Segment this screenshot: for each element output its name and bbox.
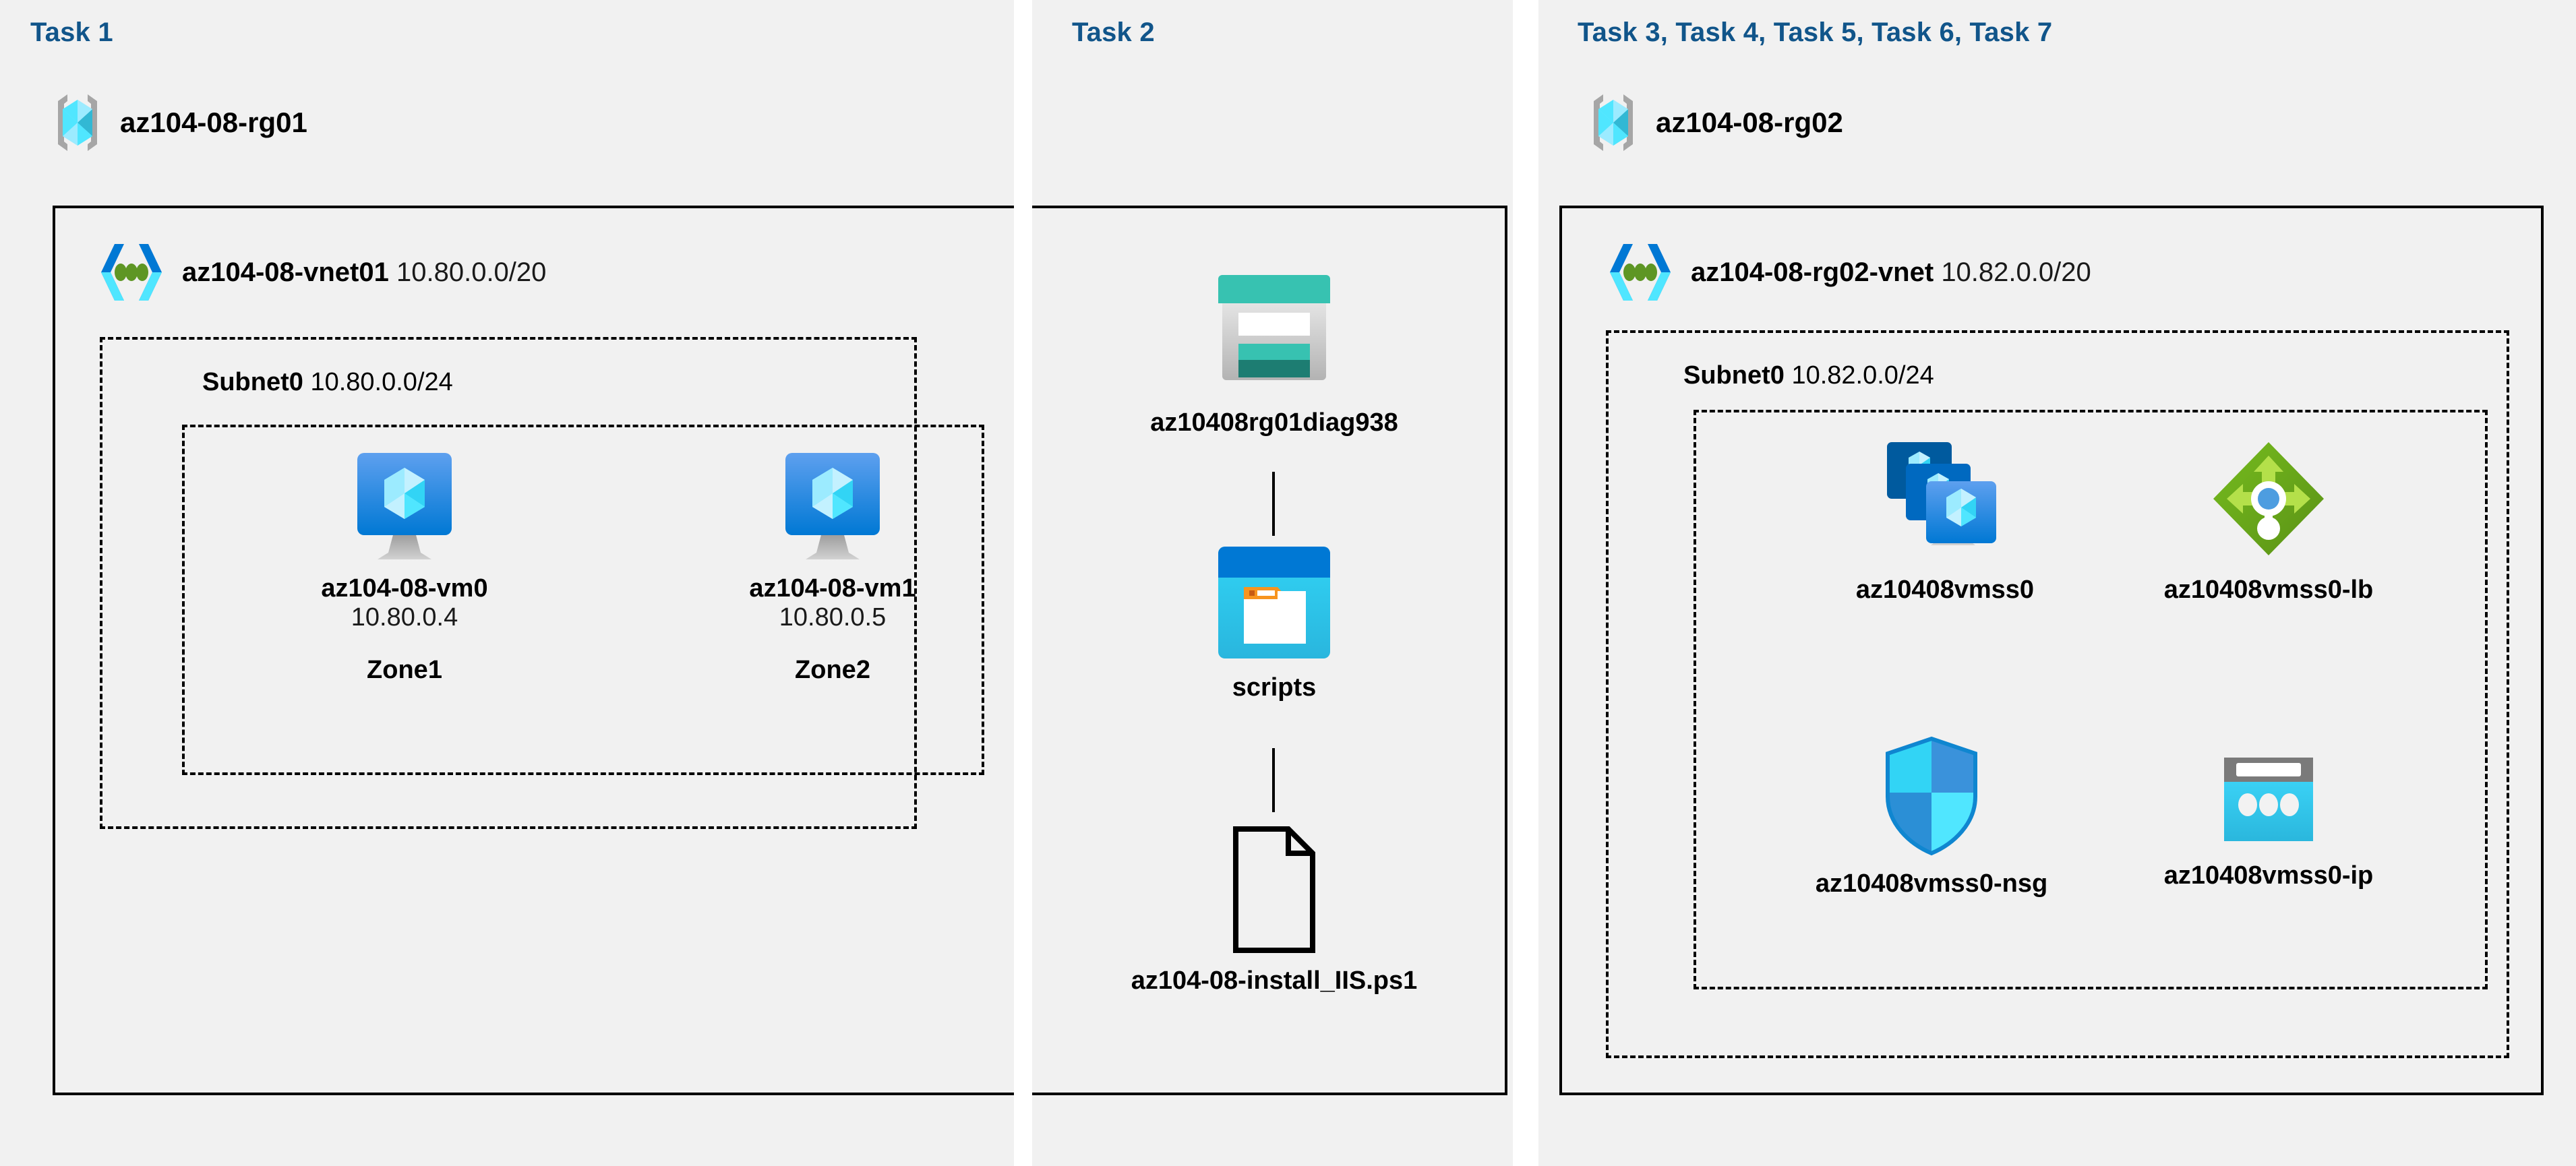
panel-task3 xyxy=(1538,0,2576,1166)
node-vm-scale-set[interactable]: az10408vmss0 xyxy=(1803,437,2087,605)
load-balancer-icon xyxy=(2208,437,2329,565)
task3-subnet-cidr: 10.82.0.0/24 xyxy=(1791,361,1934,390)
virtual-network-icon xyxy=(1603,241,1677,303)
vm0-name: az104-08-vm0 xyxy=(321,574,488,603)
file-icon xyxy=(1230,824,1318,956)
task1-resource-group-header: az104-08-rg01 xyxy=(50,90,307,155)
virtual-machine-icon xyxy=(355,450,454,563)
task1-vnet-name: az104-08-vnet01 xyxy=(182,257,389,287)
resource-group-icon xyxy=(1586,92,1641,154)
task1-resource-group-name: az104-08-rg01 xyxy=(120,106,307,138)
network-security-group-icon xyxy=(1881,735,1982,859)
node-network-security-group[interactable]: az10408vmss0-nsg xyxy=(1783,735,2080,898)
node-load-balancer[interactable]: az10408vmss0-lb xyxy=(2120,437,2417,605)
task3-vnet-box xyxy=(1559,206,2544,1095)
task3-vnet-label: az104-08-rg02-vnet 10.82.0.0/20 xyxy=(1691,257,2091,288)
vm1-zone: Zone2 xyxy=(795,655,870,684)
task1-subnet-box xyxy=(100,337,917,829)
public-ip-address-icon xyxy=(2217,748,2320,851)
storage-account-name: az10408rg01diag938 xyxy=(1150,408,1398,437)
task3-resource-group-name: az104-08-rg02 xyxy=(1656,106,1843,138)
nsg-name: az10408vmss0-nsg xyxy=(1815,869,2048,898)
task3-vnet-name: az104-08-rg02-vnet xyxy=(1691,257,1934,287)
task3-vnet-header: az104-08-rg02-vnet 10.82.0.0/20 xyxy=(1603,241,2091,303)
blob-container-icon xyxy=(1214,543,1334,663)
task1-subnet-name: Subnet0 xyxy=(202,368,303,396)
task1-subnet-cidr: 10.80.0.0/24 xyxy=(310,368,453,396)
load-balancer-name: az10408vmss0-lb xyxy=(2163,576,2374,604)
task1-subnet-label: Subnet0 10.80.0.0/24 xyxy=(202,368,453,397)
vm1-ip: 10.80.0.5 xyxy=(779,603,887,632)
vm1-name: az104-08-vm1 xyxy=(749,574,916,603)
task1-title: Task 1 xyxy=(30,18,113,47)
task2-title: Task 2 xyxy=(1072,18,1155,47)
task1-vnet-cidr: 10.80.0.0/20 xyxy=(396,257,547,287)
node-storage-account[interactable]: az10408rg01diag938 xyxy=(1146,263,1402,437)
vm0-ip: 10.80.0.4 xyxy=(351,603,458,632)
task3-subnet-name: Subnet0 xyxy=(1683,361,1785,390)
node-script-file[interactable]: az104-08-install_IIS.ps1 xyxy=(1092,824,1456,995)
public-ip-name: az10408vmss0-ip xyxy=(2163,861,2374,890)
node-az104-08-vm1[interactable]: az104-08-vm1 10.80.0.5 Zone2 xyxy=(698,450,967,685)
gutter-2 xyxy=(1513,0,1538,1166)
vmss-name: az10408vmss0 xyxy=(1855,576,2035,604)
task1-zone-box xyxy=(182,425,984,775)
gutter-1 xyxy=(1014,0,1032,1166)
node-public-ip-address[interactable]: az10408vmss0-ip xyxy=(2134,748,2403,890)
task1-vnet-label: az104-08-vnet01 10.80.0.0/20 xyxy=(182,257,546,288)
virtual-machine-icon xyxy=(783,450,882,563)
node-blob-container[interactable]: scripts xyxy=(1146,543,1402,702)
task3-resource-group-header: az104-08-rg02 xyxy=(1586,90,1843,155)
storage-account-icon xyxy=(1210,263,1338,398)
task3-subnet-box xyxy=(1606,330,2509,1058)
connector-container-to-file xyxy=(1272,748,1275,812)
task1-vnet-header: az104-08-vnet01 10.80.0.0/20 xyxy=(94,241,546,303)
node-az104-08-vm0[interactable]: az104-08-vm0 10.80.0.4 Zone1 xyxy=(270,450,539,685)
vm-scale-set-icon xyxy=(1884,437,2006,565)
script-file-name: az104-08-install_IIS.ps1 xyxy=(1131,966,1418,995)
connector-storage-to-container xyxy=(1272,472,1275,536)
task3-vnet-cidr: 10.82.0.0/20 xyxy=(1941,257,2091,287)
blob-container-name: scripts xyxy=(1232,673,1317,702)
panel-task1 xyxy=(0,0,1014,1166)
resource-group-icon xyxy=(50,92,105,154)
task3-title: Task 3, Task 4, Task 5, Task 6, Task 7 xyxy=(1578,18,2053,47)
virtual-network-icon xyxy=(94,241,169,303)
vm0-zone: Zone1 xyxy=(367,655,442,684)
task3-subnet-label: Subnet0 10.82.0.0/24 xyxy=(1683,361,1934,390)
task1-vnet-box xyxy=(53,206,1507,1095)
task3-inner-box xyxy=(1694,410,2488,989)
